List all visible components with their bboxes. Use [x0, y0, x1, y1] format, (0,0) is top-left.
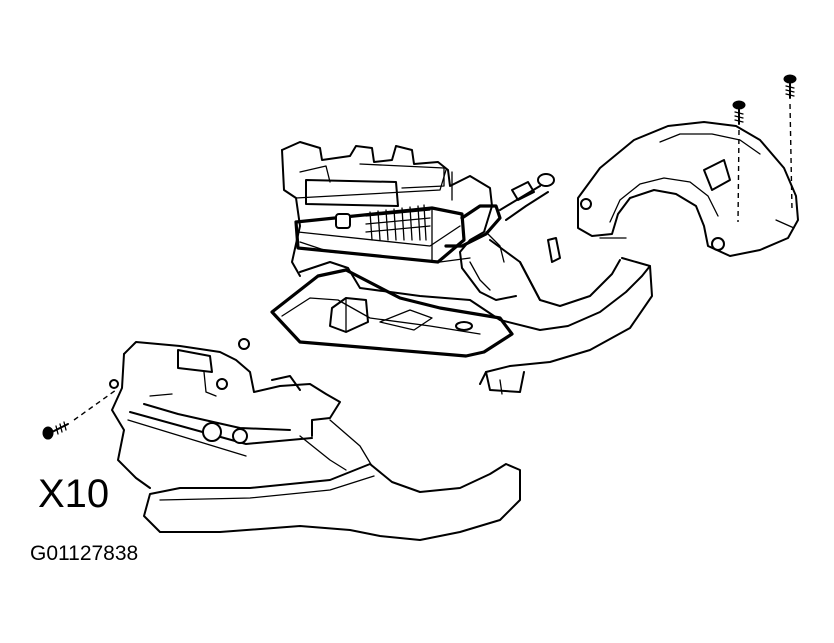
left-duct-shell — [109, 338, 521, 541]
heater-core-fins — [365, 204, 431, 241]
upper-heater-case — [281, 141, 621, 307]
screw — [42, 74, 797, 440]
figure-id: G01127838 — [30, 542, 139, 565]
right-duct-shell — [547, 121, 799, 263]
heater-core-cover — [270, 268, 514, 358]
heater-core — [294, 173, 555, 264]
lower-heater-case — [299, 257, 653, 395]
quantity-label: X10 — [38, 472, 110, 516]
